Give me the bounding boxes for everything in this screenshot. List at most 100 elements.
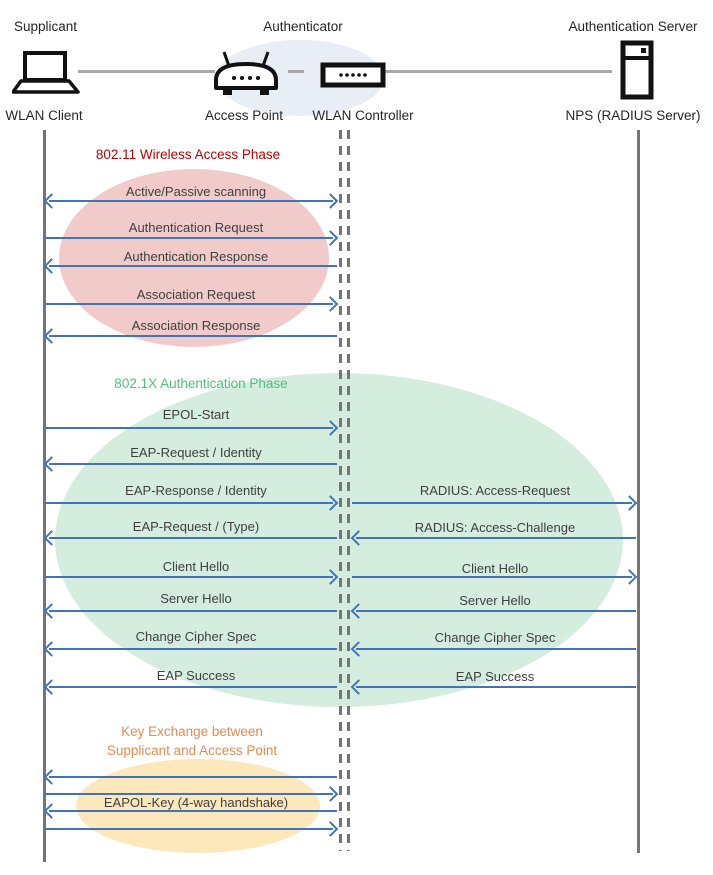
wlan-controller-icon xyxy=(320,62,386,93)
arrow-shaft xyxy=(356,610,636,612)
message-arrow xyxy=(43,679,337,695)
arrow-shaft xyxy=(49,648,337,650)
arrowhead-right-icon xyxy=(621,495,638,511)
arrow-shaft xyxy=(49,810,337,812)
phase3-title-line2: Supplicant and Access Point xyxy=(106,743,278,758)
message-arrow xyxy=(350,530,636,546)
message-arrow xyxy=(43,641,337,657)
device-label-wlan-client: WLAN Client xyxy=(5,108,83,123)
message-label: EAP-Response / Identity xyxy=(125,483,267,498)
message-arrow xyxy=(45,821,339,837)
lifeline-wlan-controller-dashed-b xyxy=(347,130,350,851)
arrowhead-right-icon xyxy=(322,786,339,802)
message-label: Active/Passive scanning xyxy=(125,184,267,199)
arrowhead-left-icon xyxy=(350,603,367,619)
message-label: Change Cipher Spec xyxy=(434,630,556,645)
message-label: Server Hello xyxy=(459,593,531,608)
message-label: RADIUS: Access-Challenge xyxy=(414,520,576,535)
message-arrow xyxy=(45,569,339,585)
message-label: Server Hello xyxy=(160,591,232,606)
arrowhead-left-icon xyxy=(350,679,367,695)
message-label: Client Hello xyxy=(461,561,529,576)
message-label: Change Cipher Spec xyxy=(135,629,257,644)
arrow-shaft xyxy=(45,303,333,305)
message-label: EAP-Request / (Type) xyxy=(132,519,260,534)
arrowhead-right-icon xyxy=(322,821,339,837)
arrowhead-right-icon xyxy=(621,569,638,585)
arrowhead-left-icon xyxy=(43,193,60,209)
device-label-access-point: Access Point xyxy=(204,108,284,123)
lifeline-wlan-client xyxy=(43,130,46,862)
phase1-title: 802.11 Wireless Access Phase xyxy=(95,147,281,162)
arrow-shaft xyxy=(49,265,337,267)
message-label: Association Response xyxy=(131,318,261,333)
message-arrow xyxy=(43,258,337,274)
arrowhead-right-icon xyxy=(322,193,339,209)
message-arrow xyxy=(45,420,339,436)
arrow-shaft xyxy=(49,686,337,688)
phase3-key-exchange-ellipse xyxy=(76,759,320,853)
phase3-title: Key Exchange between Supplicant and Acce… xyxy=(107,722,277,760)
connector-line-controller-server xyxy=(384,70,612,73)
message-arrow xyxy=(350,679,636,695)
arrowhead-left-icon xyxy=(350,530,367,546)
message-arrow xyxy=(45,230,339,246)
arrow-shaft xyxy=(49,537,337,539)
message-arrow xyxy=(43,328,337,344)
arrow-shaft xyxy=(45,828,333,830)
arrow-shaft xyxy=(49,776,337,778)
message-arrow xyxy=(350,603,636,619)
arrow-shaft xyxy=(356,648,636,650)
message-arrow xyxy=(350,641,636,657)
arrow-shaft xyxy=(356,537,636,539)
arrow-shaft xyxy=(45,427,333,429)
message-arrow xyxy=(43,603,337,619)
arrow-shaft xyxy=(356,686,636,688)
arrowhead-left-icon xyxy=(43,456,60,472)
message-label: EPOL-Start xyxy=(162,407,230,422)
arrow-shaft xyxy=(49,200,333,202)
arrow-shaft xyxy=(352,502,632,504)
arrowhead-left-icon xyxy=(43,258,60,274)
message-arrow xyxy=(43,456,337,472)
arrowhead-left-icon xyxy=(43,803,60,819)
message-label: Client Hello xyxy=(162,559,230,574)
message-label: RADIUS: Access-Request xyxy=(419,483,571,498)
message-label: Authentication Request xyxy=(128,220,264,235)
arrow-shaft xyxy=(45,793,333,795)
phase3-title-line1: Key Exchange between xyxy=(121,724,263,739)
message-arrow xyxy=(43,530,337,546)
arrowhead-left-icon xyxy=(350,641,367,657)
message-label: Authentication Response xyxy=(123,249,269,264)
message-arrow xyxy=(43,803,337,819)
access-point-icon xyxy=(213,50,279,103)
arrow-shaft xyxy=(352,576,632,578)
arrow-shaft xyxy=(49,463,337,465)
message-label: EAPOL-Key (4-way handshake) xyxy=(103,795,289,810)
arrowhead-left-icon xyxy=(43,679,60,695)
arrowhead-left-icon xyxy=(43,769,60,785)
role-label-authentication-server: Authentication Server xyxy=(568,19,698,34)
message-arrow xyxy=(45,296,339,312)
connector-line-ap-controller xyxy=(288,70,304,73)
message-arrow xyxy=(45,786,339,802)
message-arrow xyxy=(352,569,638,585)
phase2-title: 802.1X Authentication Phase xyxy=(114,376,288,391)
arrowhead-left-icon xyxy=(43,641,60,657)
message-label: Association Request xyxy=(136,287,256,302)
message-arrow xyxy=(352,495,638,511)
lifeline-wlan-controller-dashed-a xyxy=(339,130,342,851)
arrowhead-right-icon xyxy=(322,420,339,436)
lifeline-radius-server xyxy=(637,130,640,853)
device-label-wlan-controller: WLAN Controller xyxy=(312,108,414,123)
message-arrow xyxy=(43,769,337,785)
arrowhead-right-icon xyxy=(322,569,339,585)
role-label-authenticator: Authenticator xyxy=(263,19,343,34)
arrow-shaft xyxy=(49,610,337,612)
phase1-wireless-access-ellipse xyxy=(59,169,329,347)
arrow-shaft xyxy=(45,576,333,578)
arrowhead-left-icon xyxy=(43,328,60,344)
server-icon xyxy=(620,40,654,105)
arrowhead-left-icon xyxy=(43,603,60,619)
